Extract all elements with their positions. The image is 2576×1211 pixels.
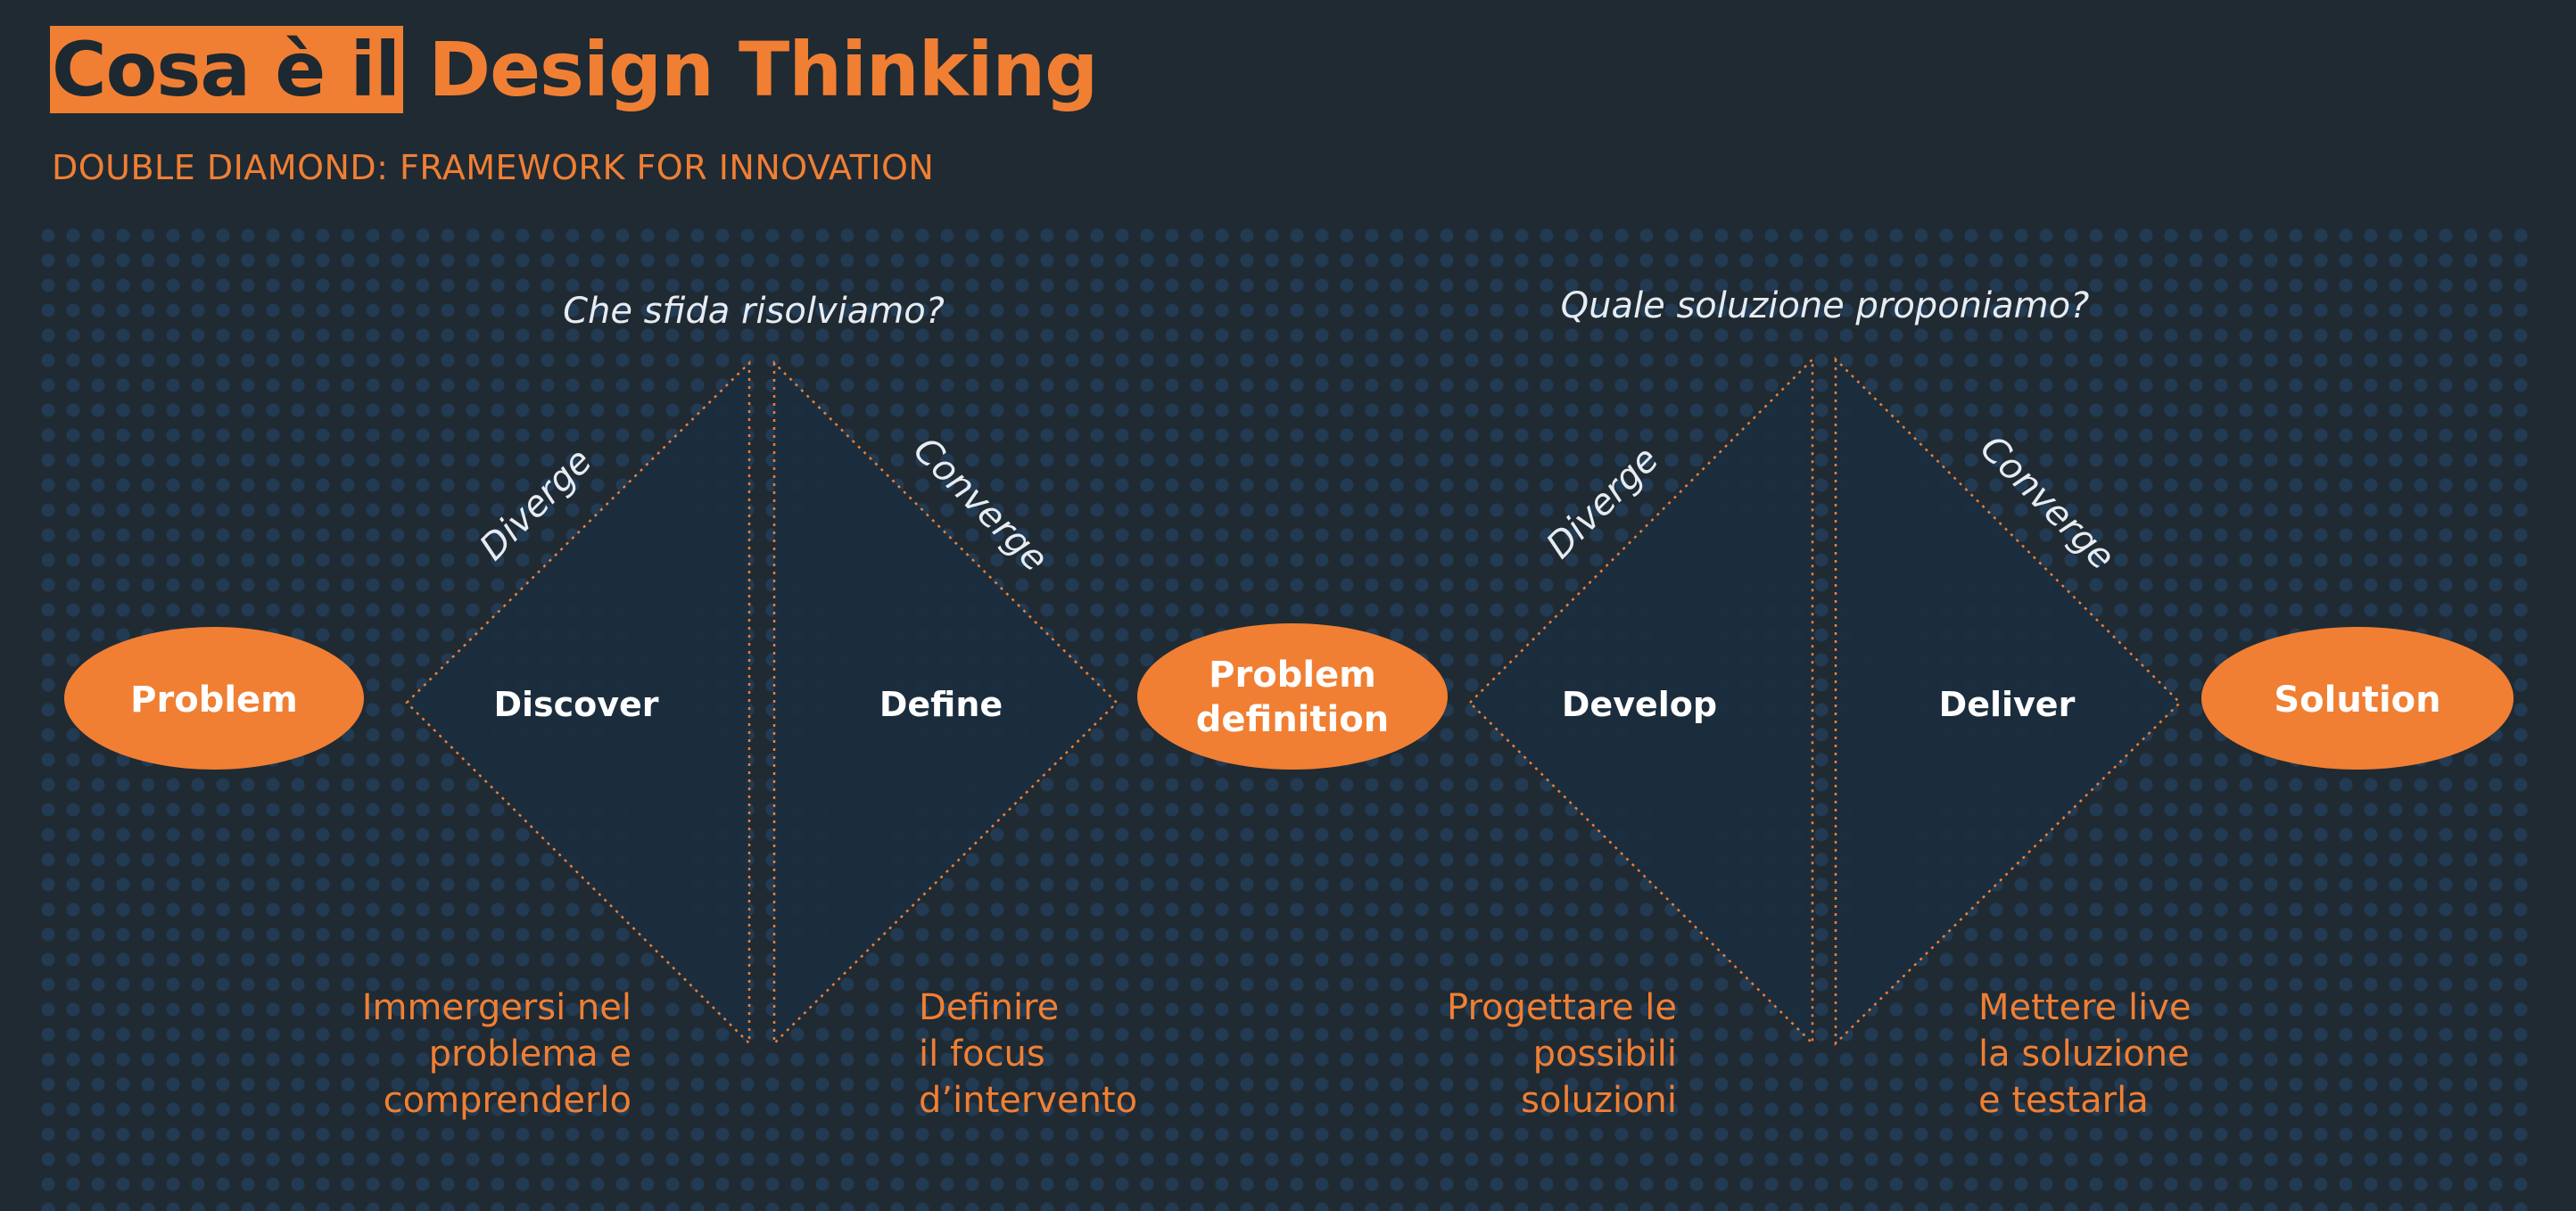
description-define-line1: Definire (919, 987, 1060, 1028)
node-solution-label: Solution (2274, 680, 2440, 721)
description-discover-line3: comprenderlo (383, 1080, 632, 1121)
title-highlight: Cosa è il (50, 26, 404, 113)
phase-discover: Discover (493, 685, 658, 724)
deliver-triangle (1834, 356, 2182, 1046)
page-subtitle: DOUBLE DIAMOND: FRAMEWORK FOR INNOVATION (52, 148, 935, 187)
description-develop-line1: Progettare le (1447, 987, 1677, 1028)
phase-define: Define (879, 685, 1003, 724)
description-define: Definire il focus d’intervento (919, 984, 1137, 1124)
discover-triangle (405, 359, 751, 1047)
description-discover: Immergersi nel problema e comprenderlo (362, 984, 632, 1124)
node-problem-definition-label-line1: Problem (1209, 655, 1376, 696)
description-define-line2: il focus (919, 1034, 1045, 1075)
question-first: Che sfida risolviamo? (563, 291, 945, 332)
description-deliver-line3: e testarla (1978, 1080, 2149, 1121)
node-problem-definition-shape (1137, 623, 1448, 770)
description-develop: Progettare le possibili soluzioni (1447, 984, 1677, 1124)
node-solution-shape (2201, 627, 2514, 770)
node-problem-definition: Problem definition (1137, 623, 1448, 770)
description-discover-line2: problema e (428, 1034, 632, 1075)
node-problem: Problem (64, 627, 364, 770)
description-develop-line3: soluzioni (1521, 1080, 1677, 1121)
diamond-1 (405, 359, 1119, 1047)
description-define-line3: d’intervento (919, 1080, 1138, 1121)
node-problem-shape (64, 627, 364, 770)
node-problem-definition-label-line2: definition (1196, 699, 1389, 740)
description-develop-line2: possibili (1532, 1034, 1677, 1075)
description-discover-line1: Immergersi nel (361, 987, 632, 1028)
description-deliver-line2: la soluzione (1978, 1034, 2190, 1075)
phase-develop: Develop (1562, 685, 1717, 724)
page-title: Cosa è il Design Thinking (50, 23, 1098, 116)
develop-triangle (1468, 356, 1814, 1047)
phase-deliver: Deliver (1939, 685, 2076, 724)
node-solution: Solution (2201, 627, 2514, 770)
define-triangle (772, 359, 1119, 1047)
title-rest: Design Thinking (428, 26, 1098, 113)
description-deliver: Mettere live la soluzione e testarla (1978, 984, 2192, 1124)
diamond-2 (1468, 356, 2182, 1047)
description-deliver-line1: Mettere live (1978, 987, 2192, 1028)
node-problem-label: Problem (130, 680, 298, 721)
question-second: Quale soluzione proponiamo? (1561, 285, 2090, 326)
